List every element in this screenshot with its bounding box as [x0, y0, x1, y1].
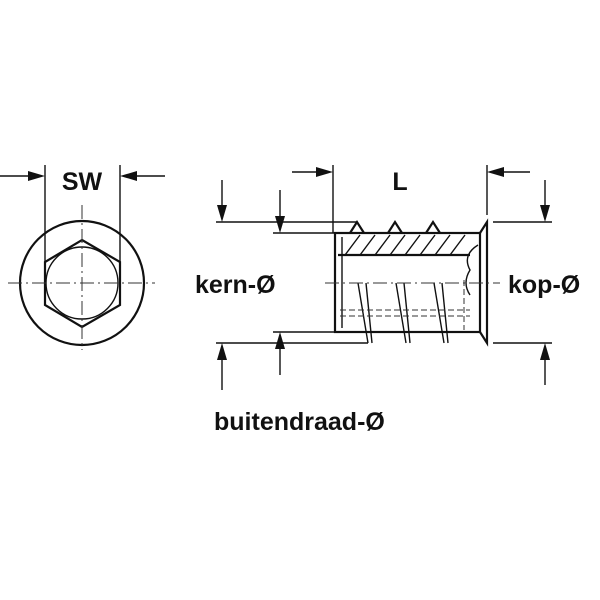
arrow-up-icon — [217, 343, 227, 360]
arrow-right-icon — [316, 167, 333, 177]
outer-thread-diameter-label: buitendraad-Ø — [214, 408, 385, 436]
core-diameter-label: kern-Ø — [195, 271, 276, 299]
arrow-up-icon — [540, 343, 550, 360]
section-hatching — [344, 234, 466, 256]
arrow-left-icon — [120, 171, 137, 181]
head-diameter-label: kop-Ø — [508, 271, 580, 299]
arrow-down-icon — [217, 205, 227, 222]
arrow-right-icon — [28, 171, 45, 181]
thread-crests-top — [349, 219, 441, 234]
arrow-up-icon — [275, 332, 285, 349]
end-view: SW — [0, 165, 165, 350]
l-label: L — [392, 168, 407, 196]
side-view: L kern-Ø kop-Ø buitendraad-Ø — [195, 165, 580, 436]
arrow-left-icon — [487, 167, 504, 177]
arrow-down-icon — [540, 205, 550, 222]
thread-flanks-bottom — [357, 282, 449, 344]
arrow-down-icon — [275, 216, 285, 233]
sw-label: SW — [62, 168, 103, 196]
socket-arc — [465, 244, 479, 296]
